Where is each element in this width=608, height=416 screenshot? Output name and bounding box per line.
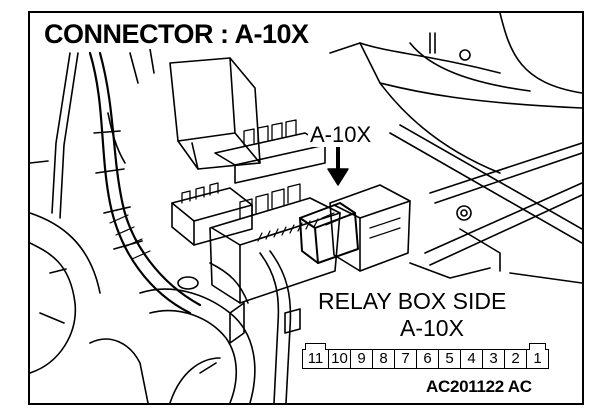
connector-latch-tab (529, 343, 546, 350)
connector-pin: 5 (438, 349, 461, 369)
connector-latch-tab (305, 343, 326, 350)
engine-bay-illustration (30, 13, 582, 403)
connector-pin: 8 (372, 349, 395, 369)
connector-pin: 11 (302, 349, 329, 369)
connector-pin: 10 (328, 349, 351, 369)
connector-callout-label: A-10X (308, 122, 374, 147)
connector-pin: 4 (460, 349, 483, 369)
figure-code: AC201122 AC (424, 377, 534, 397)
connector-pin: 2 (504, 349, 527, 369)
relay-box-connector-label: A-10X (398, 315, 466, 341)
diagram-title: CONNECTOR : A-10X (40, 19, 313, 49)
connector-pin: 1 (526, 349, 549, 369)
connector-pin: 7 (394, 349, 417, 369)
connector-pin: 3 (482, 349, 505, 369)
diagram-frame: CONNECTOR : A-10X A-10X RELAY BOX SIDE A… (28, 11, 584, 405)
connector-pin: 9 (350, 349, 373, 369)
relay-box-side-label: RELAY BOX SIDE (316, 288, 509, 314)
connector-pin: 6 (416, 349, 439, 369)
